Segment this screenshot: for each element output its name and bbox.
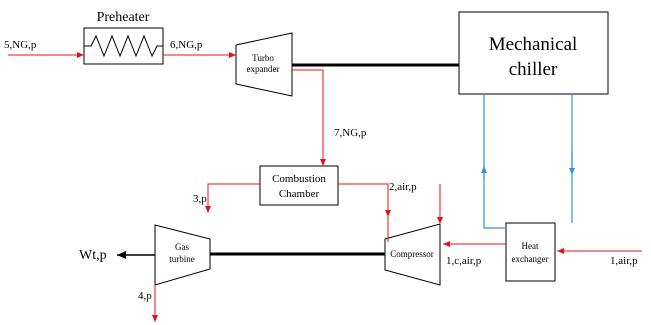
turbo-expander: Turbo expander	[235, 32, 293, 97]
mechanical-chiller: Mechanical chiller	[458, 11, 609, 95]
mechanical-chiller-label-2: chiller	[509, 59, 558, 80]
gas-turbine: Gas turbine	[154, 224, 211, 286]
preheater-label: Preheater	[97, 10, 150, 25]
stream-2-line	[338, 183, 389, 242]
stream-7-line	[292, 69, 326, 166]
stream-5-label: 5,NG,p	[4, 39, 37, 51]
stream-4-label: 4,p	[138, 290, 152, 302]
mechanical-chiller-label-1: Mechanical	[489, 34, 578, 55]
stream-2-label: 2,air,p	[389, 181, 417, 193]
stream-3-line	[205, 183, 260, 213]
compressor-label: Compressor	[390, 249, 434, 259]
heat-exchanger-label-1: Heat	[522, 241, 539, 251]
gas-turbine-label-1: Gas	[175, 242, 189, 252]
stream-3-label: 3,p	[193, 193, 207, 205]
turbo-expander-label-2: expander	[247, 64, 280, 74]
compressor: Compressor	[384, 223, 441, 286]
heat-exchanger-label-2: exchanger	[512, 254, 549, 264]
stream-1c-label: 1,c,air,p	[446, 255, 482, 267]
work-output-label: Wt,p	[79, 248, 107, 263]
heat-exchanger: Heat exchanger	[505, 222, 556, 282]
coolant-return-line	[483, 94, 506, 229]
preheater-coil	[84, 34, 163, 58]
stream-6-label: 6,NG,p	[170, 39, 203, 51]
stream-7-label: 7,NG,p	[334, 127, 367, 139]
gas-turbine-label-2: turbine	[169, 254, 195, 264]
preheater: Preheater	[83, 10, 164, 65]
turbo-expander-label-1: Turbo	[252, 53, 274, 63]
combustion-chamber: Combustion Chamber	[259, 165, 339, 206]
stream-1-label: 1,air,p	[610, 255, 638, 267]
combustion-chamber-label-1: Combustion	[272, 173, 326, 185]
combustion-chamber-label-2: Chamber	[279, 188, 320, 200]
